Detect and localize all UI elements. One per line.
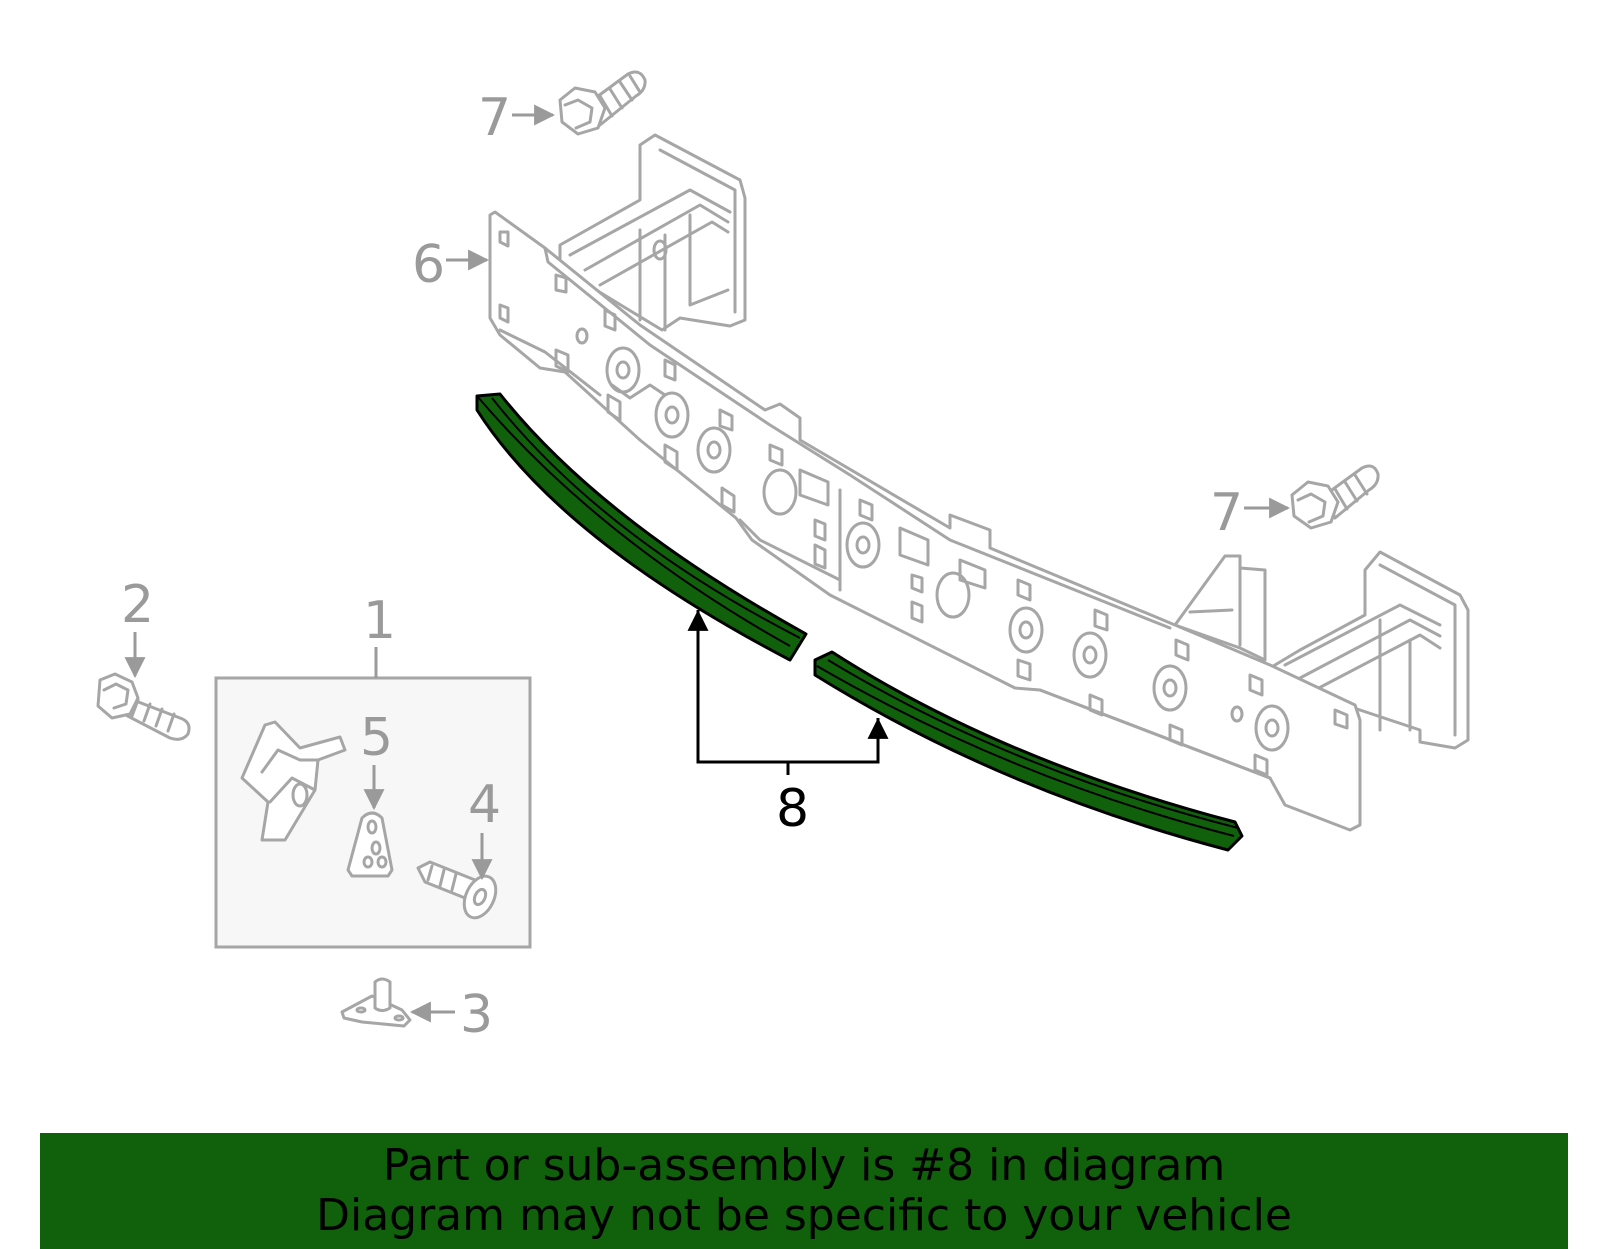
callout-4: 4 xyxy=(468,775,501,835)
bumper-reinforcement-beam xyxy=(488,133,1470,832)
callout-3: 3 xyxy=(460,985,493,1045)
parts-diagram: 7 6 7 2 1 5 4 3 8 xyxy=(96,70,1470,1045)
notice-banner: Part or sub-assembly is #8 in diagram Di… xyxy=(40,1133,1568,1249)
callout-8: 8 xyxy=(776,779,809,839)
bolt-2 xyxy=(96,672,191,741)
energy-absorber-right xyxy=(813,650,1244,852)
callout-6: 6 xyxy=(412,235,445,295)
callout-1: 1 xyxy=(363,591,396,651)
leader-lines xyxy=(124,104,1291,1023)
bolt-7-right xyxy=(1290,464,1380,530)
bracket-part xyxy=(240,720,347,842)
callout-2: 2 xyxy=(121,575,154,635)
banner-line-2: Diagram may not be specific to your vehi… xyxy=(316,1190,1292,1241)
callout-5: 5 xyxy=(360,708,393,768)
bolt-7-upper xyxy=(558,70,647,136)
nut-plate-3 xyxy=(340,977,412,1028)
banner-line-1: Part or sub-assembly is #8 in diagram xyxy=(382,1140,1226,1191)
energy-absorber-left xyxy=(475,392,808,662)
callout-7-right: 7 xyxy=(1210,483,1243,543)
screw-4 xyxy=(416,860,498,920)
clip-5 xyxy=(346,811,394,878)
callout-7-upper: 7 xyxy=(478,88,511,148)
